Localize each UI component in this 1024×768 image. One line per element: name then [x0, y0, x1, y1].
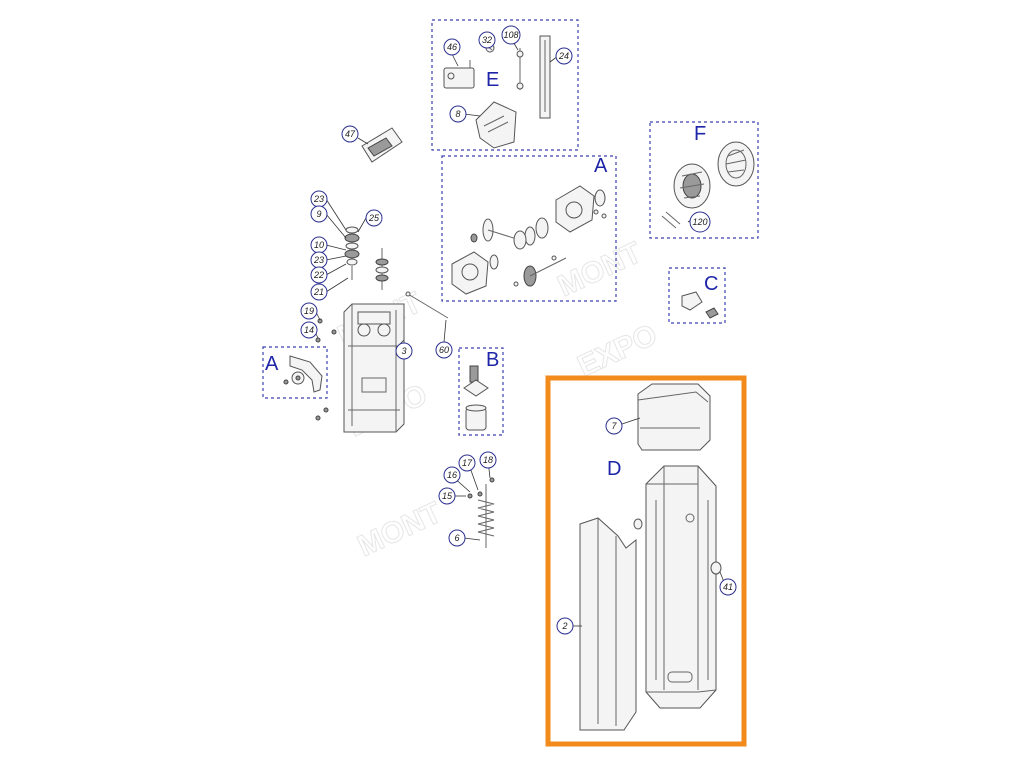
svg-text:108: 108 — [503, 30, 518, 40]
callout-41: 41 — [719, 578, 737, 596]
group-a-label: A — [594, 155, 608, 177]
svg-text:19: 19 — [304, 306, 314, 316]
svg-text:25: 25 — [368, 213, 380, 223]
svg-text:8: 8 — [455, 109, 460, 119]
svg-text:17: 17 — [462, 458, 473, 468]
svg-text:6: 6 — [454, 533, 459, 543]
callout-19: 19 — [300, 302, 318, 320]
svg-text:60: 60 — [439, 345, 449, 355]
callout-6: 6 — [448, 529, 466, 547]
callout-60: 60 — [435, 341, 453, 359]
left-washer-stack: 23 9 25 10 23 22 21 — [310, 190, 383, 301]
svg-text:46: 46 — [447, 42, 457, 52]
group-a-gearmotor: A — [441, 155, 617, 302]
callout-22: 22 — [310, 266, 328, 284]
svg-text:16: 16 — [447, 470, 457, 480]
svg-text:3: 3 — [401, 346, 406, 356]
group-a-arm: A — [262, 346, 328, 399]
svg-text:2: 2 — [561, 621, 567, 631]
group-e: E 46 32 108 24 8 — [431, 19, 579, 151]
callout-2: 2 — [556, 617, 574, 635]
callout-46: 46 — [443, 38, 461, 56]
right-washer-stack — [375, 248, 389, 290]
part-6-spring: 17 18 16 15 6 — [438, 451, 497, 548]
svg-text:23: 23 — [313, 194, 324, 204]
callout-7: 7 — [605, 417, 623, 435]
svg-text:9: 9 — [316, 209, 321, 219]
svg-text:32: 32 — [482, 35, 492, 45]
svg-text:14: 14 — [304, 325, 314, 335]
callout-21: 21 — [310, 283, 328, 301]
callout-9: 9 — [310, 205, 328, 223]
svg-text:23: 23 — [313, 255, 324, 265]
svg-text:21: 21 — [313, 287, 324, 297]
screws-19-14: 19 14 — [300, 302, 337, 421]
svg-text:MONT: MONT — [553, 236, 647, 303]
group-c: C — [668, 267, 726, 324]
part-60-rod: 60 — [405, 291, 453, 359]
group-d-cabinet: D 7 41 2 — [545, 375, 747, 747]
callout-108: 108 — [501, 25, 521, 45]
callout-25: 25 — [365, 209, 383, 227]
callout-8: 8 — [449, 105, 467, 123]
callout-18: 18 — [479, 451, 497, 469]
group-d-label: D — [607, 458, 621, 480]
callout-120: 120 — [689, 211, 711, 233]
svg-text:47: 47 — [345, 129, 356, 139]
callout-3: 3 — [395, 342, 413, 360]
group-b: B — [458, 347, 504, 436]
callout-23: 23 — [310, 190, 328, 208]
svg-text:120: 120 — [692, 217, 707, 227]
callout-23b: 23 — [310, 251, 328, 269]
group-b-label: B — [486, 349, 499, 371]
callout-16: 16 — [443, 466, 461, 484]
group-a2-label: A — [265, 353, 279, 375]
svg-text:7: 7 — [611, 421, 617, 431]
svg-text:MONT: MONT — [353, 496, 447, 563]
svg-text:EXPO: EXPO — [573, 318, 663, 383]
part-47-control-board: 47 — [341, 125, 403, 163]
callout-10: 10 — [310, 236, 328, 254]
svg-text:10: 10 — [314, 240, 324, 250]
callout-32: 32 — [478, 31, 496, 49]
svg-text:15: 15 — [442, 491, 453, 501]
group-f-label: F — [694, 123, 706, 145]
group-c-label: C — [704, 273, 718, 295]
group-f: F 120 — [649, 121, 759, 239]
callout-47: 47 — [341, 125, 359, 143]
svg-text:18: 18 — [483, 455, 493, 465]
group-e-label: E — [486, 69, 499, 91]
callout-15: 15 — [438, 487, 456, 505]
group-d-highlight — [545, 375, 747, 747]
svg-text:24: 24 — [558, 51, 569, 61]
part-3-mounting-plate: 3 — [343, 303, 413, 433]
svg-text:41: 41 — [723, 582, 733, 592]
callout-24: 24 — [555, 47, 573, 65]
callout-14: 14 — [300, 321, 318, 339]
callout-17: 17 — [458, 454, 476, 472]
svg-text:22: 22 — [313, 270, 324, 280]
